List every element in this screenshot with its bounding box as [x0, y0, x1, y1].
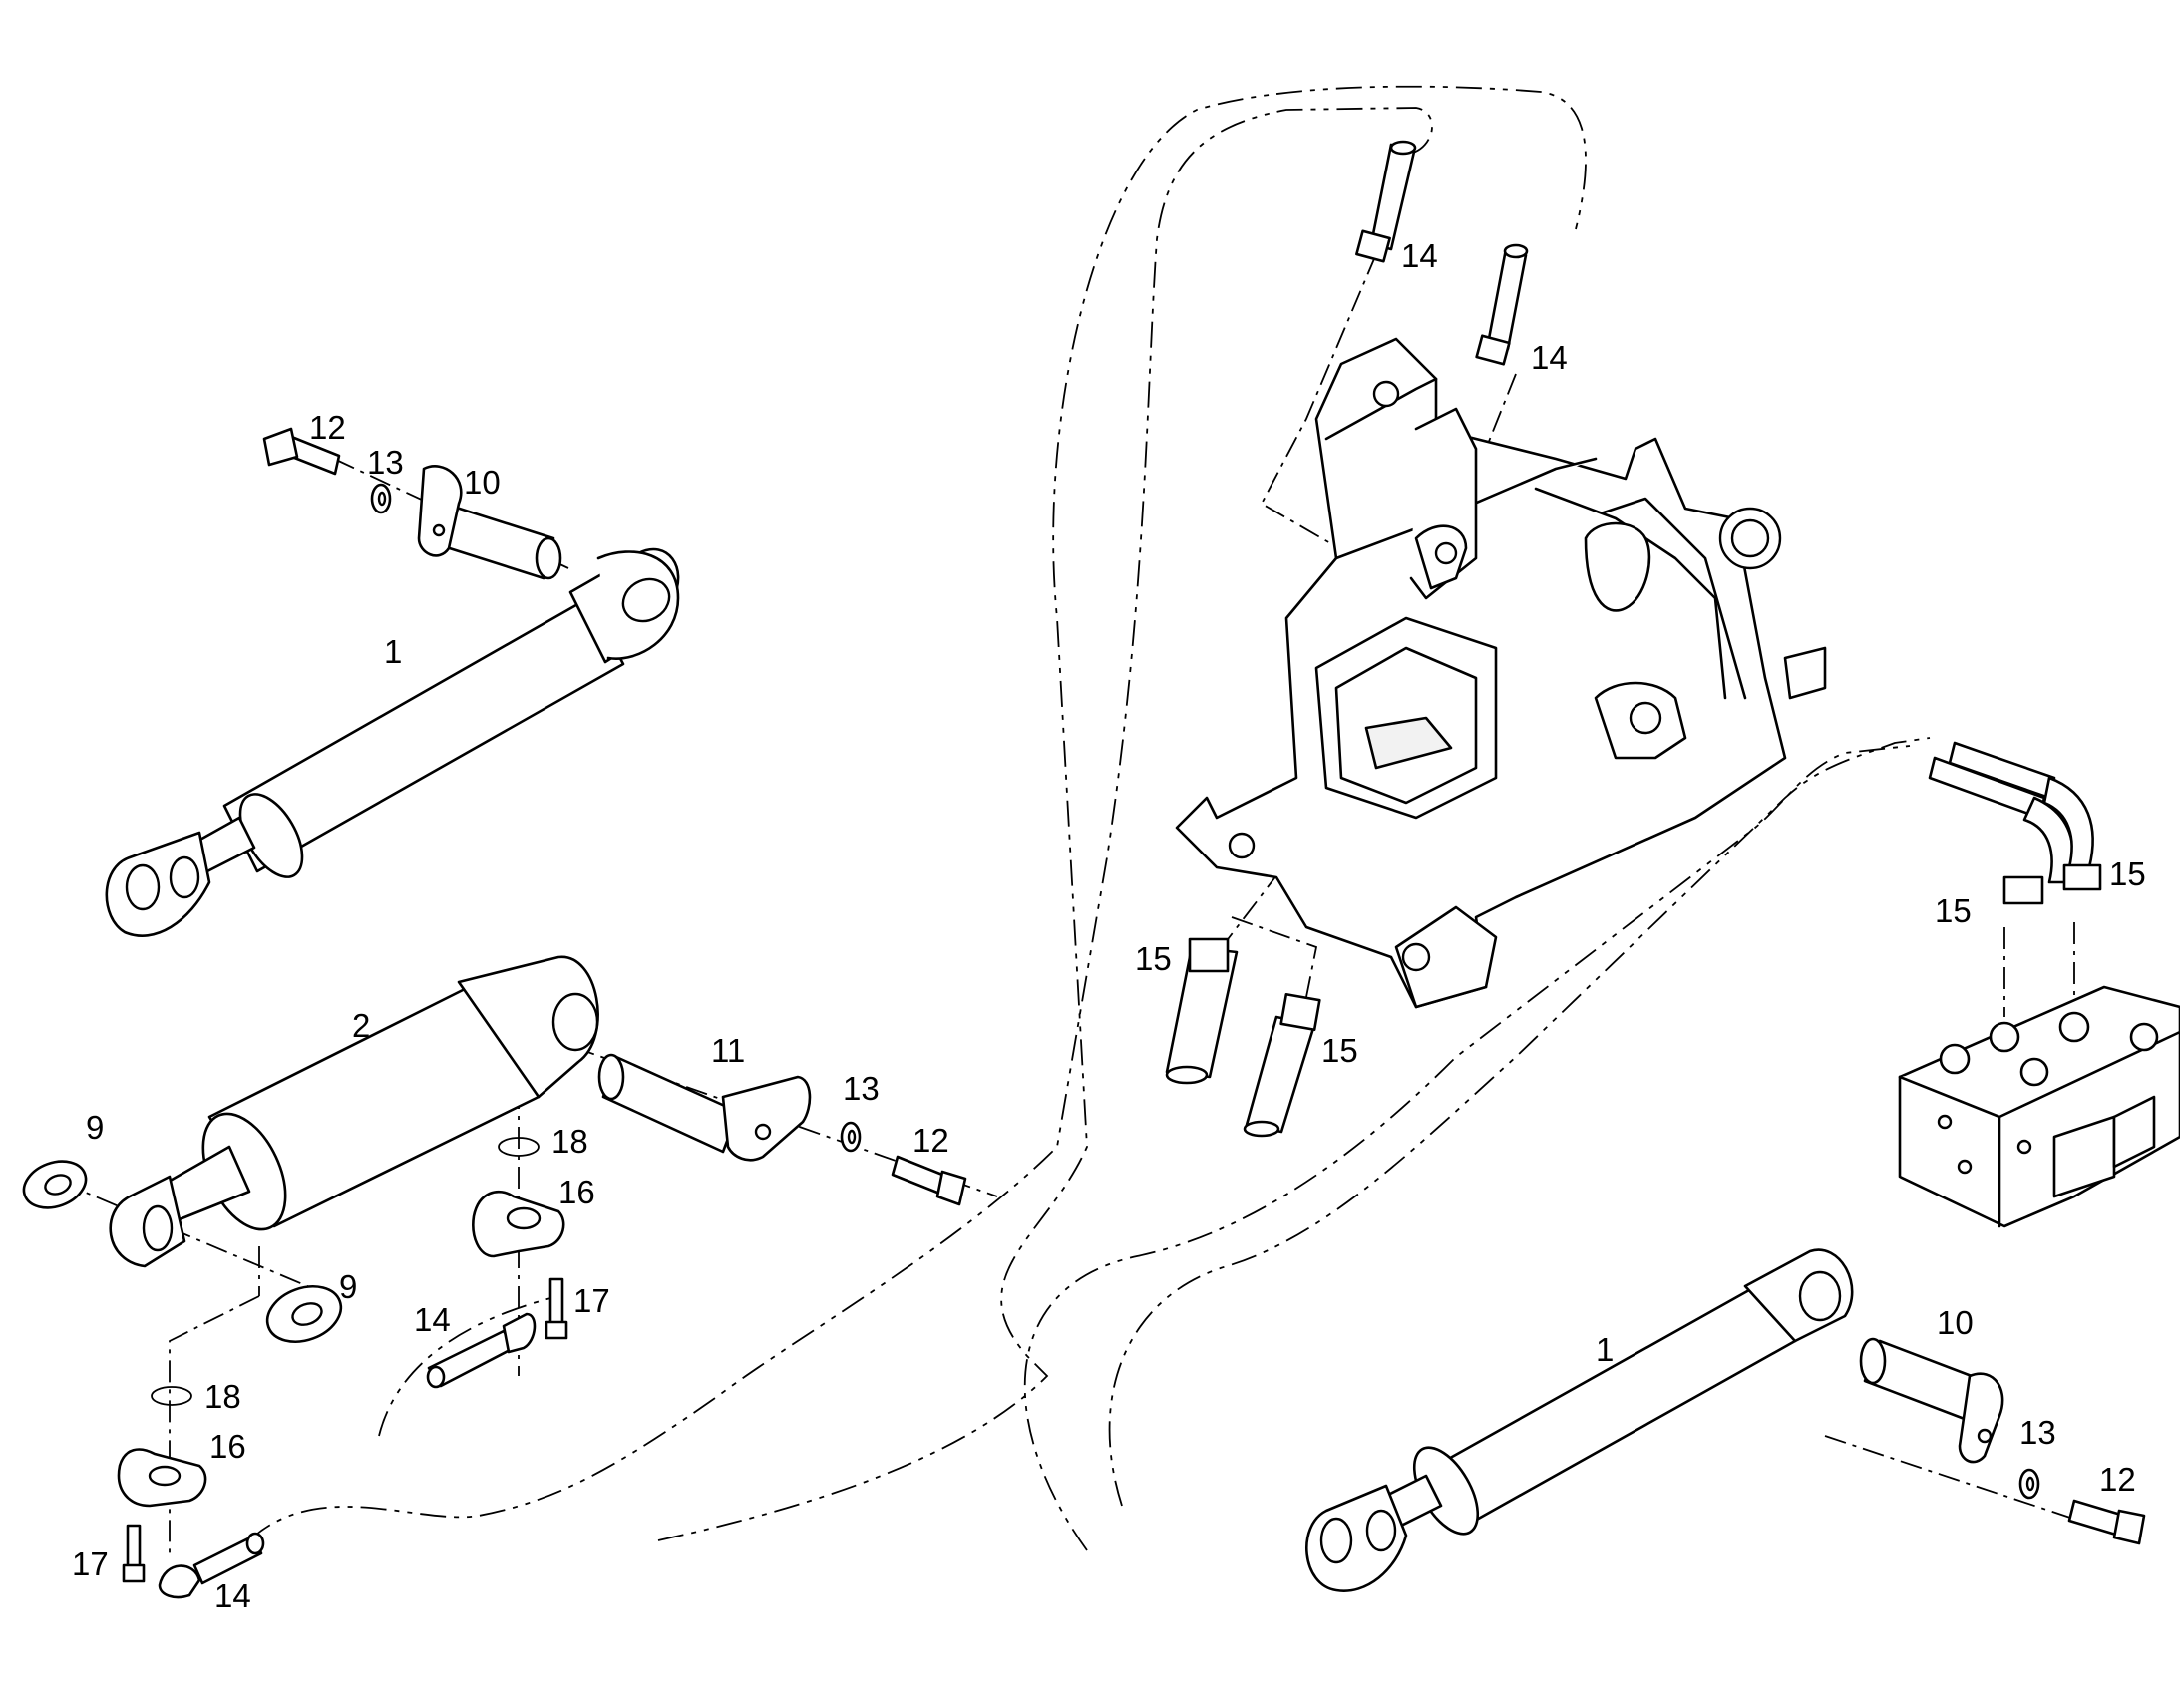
- callout-1-upper: 1: [384, 633, 402, 670]
- callout-14-top-right: 14: [1531, 339, 1568, 376]
- hose-fitting-14-lower-left: [158, 1532, 265, 1599]
- screw-17-lower: [122, 1524, 146, 1583]
- callout-17-upper: 17: [573, 1282, 610, 1319]
- control-valve-block: [1898, 985, 2180, 1228]
- hydraulic-cylinder-upper: [105, 547, 680, 937]
- callout-13-upper: 13: [367, 444, 404, 481]
- washer-9-right: [265, 1285, 343, 1343]
- callout-10-upper: 10: [464, 464, 501, 501]
- pin-10-lower: [1859, 1337, 2004, 1464]
- bolt-12-upper: [262, 427, 341, 476]
- callout-9-left: 9: [86, 1109, 104, 1146]
- callout-15-right-upper: 15: [2109, 855, 2146, 892]
- callout-10-lower: 10: [1937, 1304, 1974, 1341]
- washer-13-upper: [370, 483, 392, 514]
- hose-15-right-a: [1928, 756, 2074, 905]
- callout-14-top-left: 14: [1401, 237, 1438, 274]
- callout-11: 11: [711, 1032, 745, 1069]
- o-ring-18-upper: [498, 1137, 540, 1157]
- hose-fitting-14-center: [426, 1312, 537, 1389]
- hose-14-top-left: [1355, 140, 1417, 263]
- callout-18-lower: 18: [204, 1378, 241, 1415]
- screw-17-upper: [545, 1277, 568, 1340]
- callout-labels: 12 13 10 1 2 11 13 12 9 18 16 9 17 14 18…: [72, 237, 2146, 1614]
- pin-10-upper: [417, 465, 562, 580]
- pin-11: [597, 1053, 812, 1162]
- hose-routing-lines: [248, 85, 1931, 1551]
- callout-18-upper: 18: [551, 1123, 588, 1160]
- bolt-12-lower-right: [2067, 1499, 2146, 1545]
- loader-frame: [1175, 337, 1827, 1009]
- callout-13-lower-right: 13: [2019, 1414, 2056, 1451]
- callout-9-right: 9: [339, 1268, 357, 1305]
- callout-12-lower-right: 12: [2099, 1461, 2136, 1498]
- o-ring-18-lower: [151, 1386, 192, 1406]
- hose-15-right-b: [1948, 741, 2102, 891]
- hose-15-left: [1165, 937, 1239, 1085]
- callout-13-lower-left: 13: [843, 1070, 880, 1107]
- hose-14-top-right: [1475, 243, 1529, 366]
- hydraulic-cylinder-lower: [1305, 1248, 1854, 1592]
- washer-13-lower-right: [2018, 1468, 2040, 1500]
- callout-15-right-lower: 15: [1935, 892, 1972, 929]
- callout-12-upper: 12: [309, 409, 346, 446]
- callout-14-center: 14: [414, 1301, 451, 1338]
- callout-2: 2: [352, 1007, 370, 1044]
- callout-16-upper: 16: [558, 1174, 595, 1210]
- clamp-16-upper: [472, 1190, 565, 1258]
- callout-15-middle: 15: [1321, 1032, 1358, 1069]
- washer-9-left: [22, 1160, 88, 1209]
- callout-12-lower-left: 12: [912, 1122, 949, 1159]
- hose-15-middle: [1243, 992, 1321, 1138]
- callout-17-lower: 17: [72, 1545, 109, 1582]
- washer-13-lower-left: [840, 1121, 862, 1153]
- callout-16-lower: 16: [209, 1428, 246, 1465]
- callout-1-lower: 1: [1596, 1331, 1614, 1368]
- callout-14-lower-left: 14: [214, 1577, 251, 1614]
- leader-lines: [59, 253, 2095, 1555]
- hydraulic-cylinder-2: [109, 955, 599, 1268]
- bolt-12-lower-left: [891, 1155, 967, 1206]
- clamp-16-lower: [117, 1448, 207, 1508]
- callout-15-left: 15: [1135, 940, 1172, 977]
